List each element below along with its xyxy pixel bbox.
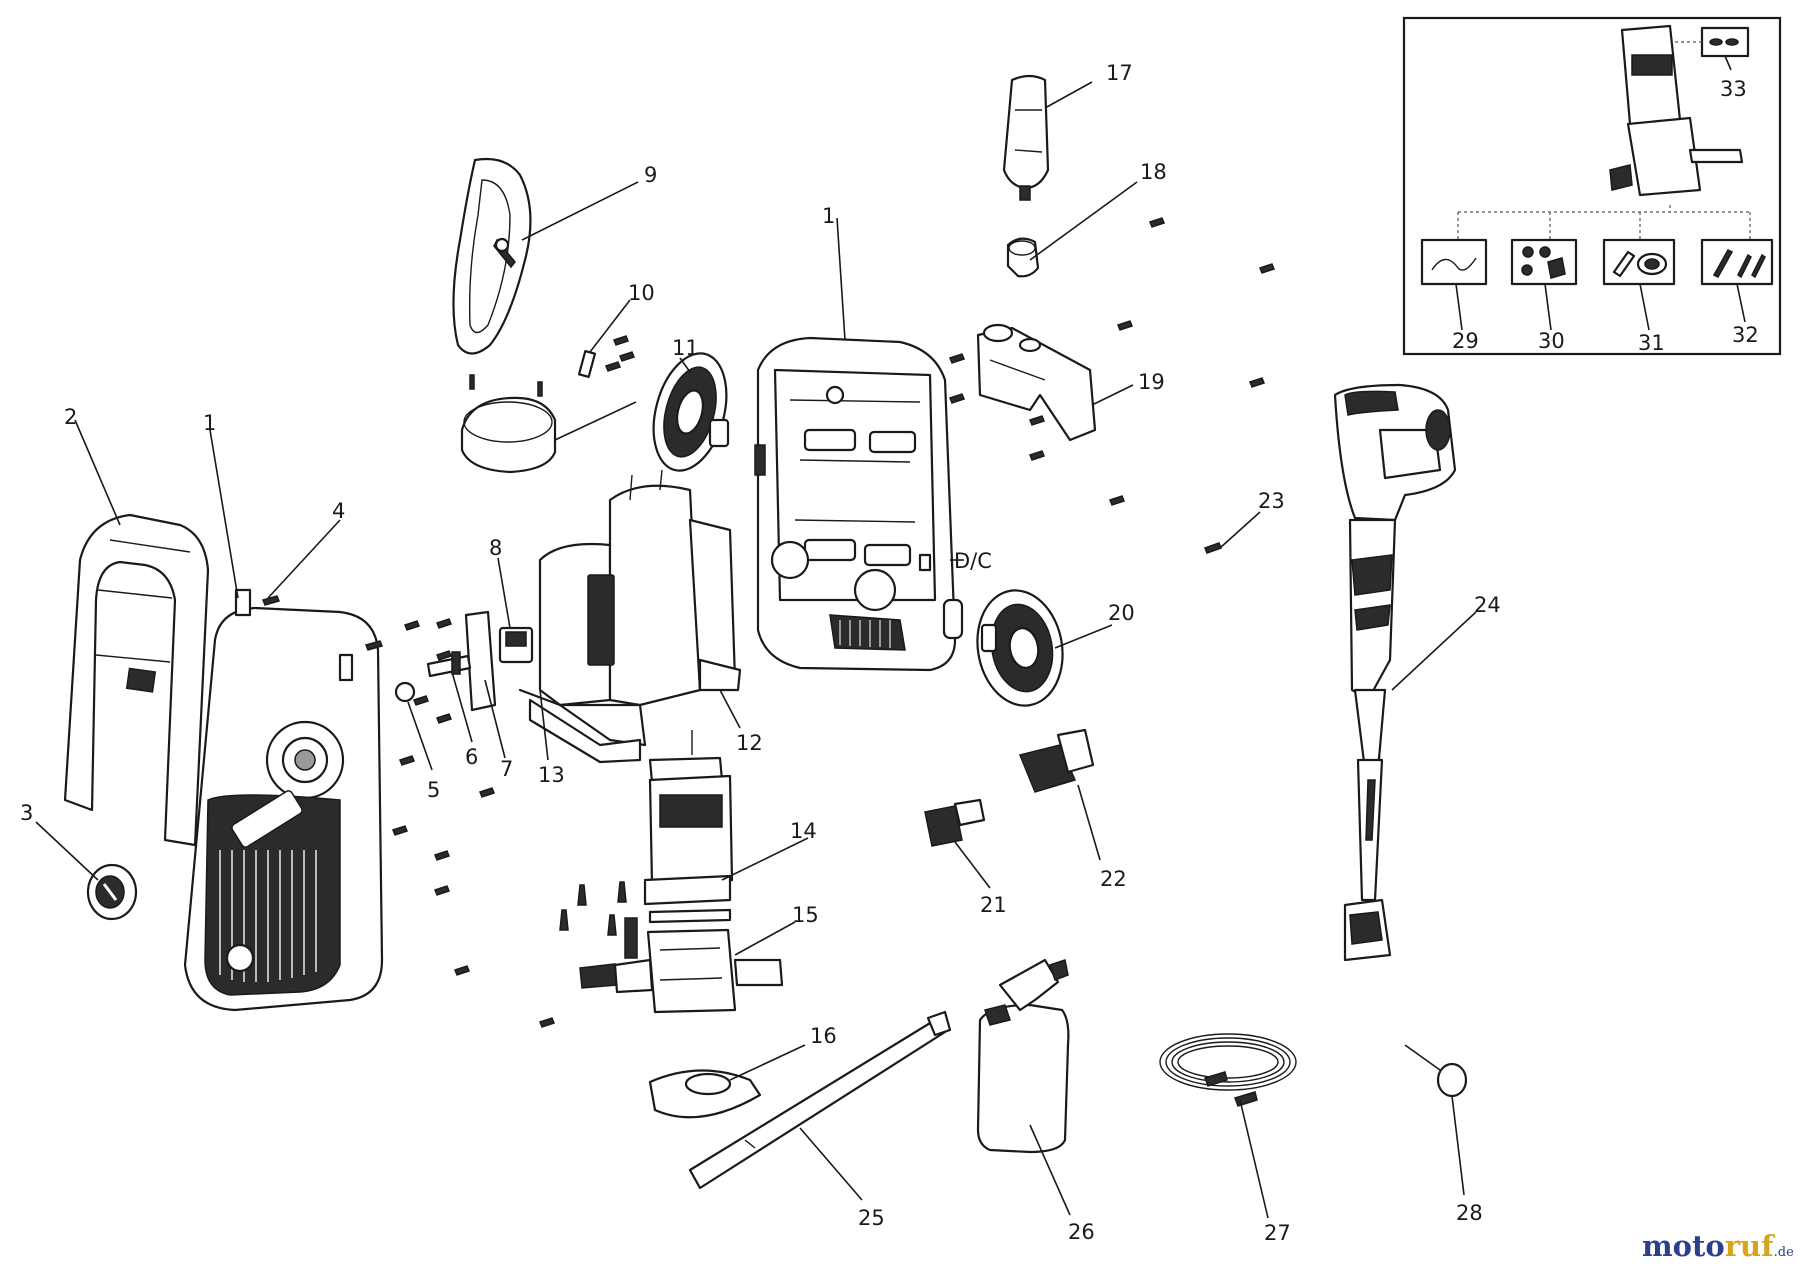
- callout-18: 18: [1140, 160, 1167, 184]
- callout-24: 24: [1474, 593, 1501, 617]
- part-valve: [426, 651, 472, 678]
- part-rear-housing: [754, 336, 964, 672]
- part-hose-hook: [452, 157, 532, 355]
- part-clip: [577, 350, 597, 378]
- callout-25: 25: [858, 1206, 885, 1230]
- callout-23: 23: [1258, 489, 1285, 513]
- callout-14: 14: [790, 819, 817, 843]
- part-plate: [464, 610, 497, 712]
- housing-grille: [219, 850, 317, 982]
- part-coiled-hose: [1159, 1033, 1297, 1107]
- callout-27: 27: [1264, 1221, 1291, 1245]
- callout-17: 17: [1106, 61, 1133, 85]
- callout-10: 10: [628, 281, 655, 305]
- part-wheel-right: [976, 589, 1064, 707]
- watermark: motoruf.de: [1642, 1229, 1794, 1263]
- callout-31: 31: [1638, 331, 1665, 355]
- part-nozzle: [1002, 74, 1050, 201]
- dc-annotation: D/C: [954, 549, 992, 573]
- part-knob: [86, 863, 138, 921]
- part-inner-chassis: [518, 469, 742, 764]
- watermark-ruf: ruf: [1725, 1229, 1776, 1263]
- callout-3: 3: [20, 801, 33, 825]
- inset-item-33: [1700, 26, 1750, 58]
- inset-item-31: [1602, 238, 1676, 286]
- callout-7: 7: [500, 757, 513, 781]
- callout-22: 22: [1100, 867, 1127, 891]
- callout-1-rear: 1: [822, 204, 835, 228]
- part-front-housing: [183, 588, 384, 1012]
- part-motor: [643, 730, 734, 906]
- leader-lines: [35, 55, 1746, 1219]
- part-bracket: [976, 323, 1097, 442]
- callout-6: 6: [465, 745, 478, 769]
- callout-19: 19: [1138, 370, 1165, 394]
- callout-numbers: 1 1 2 3 4 5 6 7 8 9 10 11 12 13 14 15 16…: [20, 61, 1759, 1245]
- callout-29: 29: [1452, 329, 1479, 353]
- callout-15: 15: [792, 903, 819, 927]
- part-quick-connector: [1018, 728, 1095, 793]
- svg-text:motoruf.de: motoruf.de: [1642, 1229, 1794, 1263]
- part-strap: [688, 1010, 952, 1190]
- callout-11: 11: [672, 336, 699, 360]
- inset-item-30: [1510, 238, 1578, 286]
- callout-5: 5: [427, 778, 440, 802]
- callout-33: 33: [1720, 77, 1747, 101]
- part-o-ring: [394, 681, 416, 703]
- callout-9: 9: [644, 163, 657, 187]
- pump-screws: [559, 881, 627, 936]
- callout-20: 20: [1108, 601, 1135, 625]
- small-screws: [261, 217, 1275, 1028]
- inset-item-32: [1700, 238, 1774, 286]
- callout-12: 12: [736, 731, 763, 755]
- callout-32: 32: [1732, 323, 1759, 347]
- watermark-suffix: .de: [1774, 1245, 1794, 1260]
- callout-8: 8: [489, 536, 502, 560]
- part-plug: [1006, 237, 1040, 278]
- part-detergent-bottle: [976, 958, 1070, 1154]
- part-pad: [648, 1069, 762, 1119]
- part-handle-frame: [63, 513, 210, 847]
- callout-13: 13: [538, 763, 565, 787]
- callout-1-front: 1: [203, 411, 216, 435]
- part-outlet-fitting: [924, 798, 986, 847]
- part-switch: [498, 626, 534, 664]
- part-wheel-left: [652, 352, 730, 472]
- callout-30: 30: [1538, 329, 1565, 353]
- part-top-cap: [460, 396, 557, 474]
- callout-4: 4: [332, 499, 345, 523]
- inset-kit-box: [1402, 16, 1782, 356]
- callout-21: 21: [980, 893, 1007, 917]
- part-pump: [579, 908, 784, 1014]
- watermark-moto: moto: [1642, 1229, 1725, 1263]
- part-needle-disc: [1404, 1044, 1468, 1098]
- callout-28: 28: [1456, 1201, 1483, 1225]
- inset-item-29: [1420, 238, 1488, 286]
- callout-26: 26: [1068, 1220, 1095, 1244]
- callout-2: 2: [64, 405, 77, 429]
- callout-16: 16: [810, 1024, 837, 1048]
- part-spray-gun: [1333, 383, 1457, 962]
